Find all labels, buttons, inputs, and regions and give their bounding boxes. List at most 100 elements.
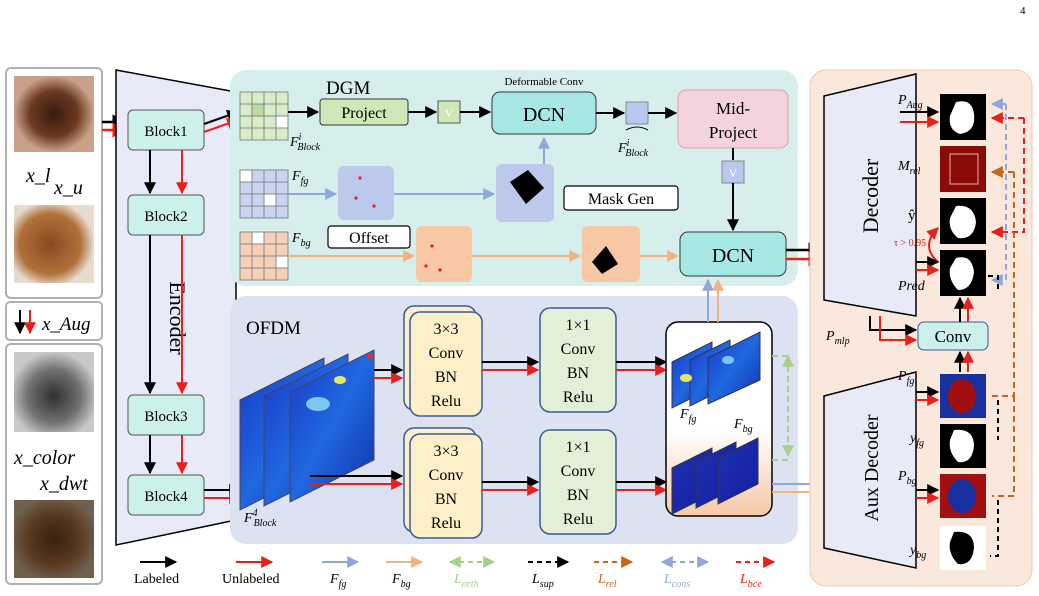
label-p-aug: PAug	[897, 93, 923, 111]
conv1-top-l2: Conv	[561, 341, 596, 358]
label-x-color: x_color	[13, 447, 75, 469]
offset-bg-tile	[416, 226, 472, 282]
legend-fbg: Fbg	[391, 572, 411, 590]
l-sup-bg	[990, 500, 999, 557]
offset-label: Offset	[349, 230, 389, 247]
conv1-bottom-l3: BN	[567, 487, 590, 504]
legend-lcons: Lcons	[663, 572, 690, 590]
block2	[127, 194, 205, 236]
conv3-top-l1: 3×3	[433, 321, 458, 338]
block3-label: Block3	[144, 409, 187, 425]
aux-decoder-title: Aux Decoder	[861, 414, 883, 522]
grid-f-block-i	[239, 91, 289, 141]
encoder-title: Encoder	[165, 281, 190, 355]
l-sup-pred	[988, 275, 999, 290]
image-x-dwt	[14, 500, 94, 578]
label-x-aug: x_Aug	[41, 314, 91, 335]
legend-labeled: Labeled	[134, 572, 179, 587]
label-x-dwt: x_dwt	[39, 473, 88, 495]
legend-lorth: Lorth	[453, 572, 478, 590]
conv-box	[917, 321, 989, 351]
label-f-bg-stack: Fbg	[733, 417, 753, 435]
grid-f-bg	[239, 231, 289, 281]
image-x-l	[14, 76, 94, 152]
conv3-bottom-l4: Relu	[431, 515, 461, 532]
conv3-top-l2: Conv	[429, 345, 464, 362]
l-cons-pred	[990, 104, 1007, 286]
feature-tile	[625, 101, 649, 125]
dcn-top-label: DCN	[523, 104, 565, 126]
offset-box	[327, 225, 411, 249]
feature-hat	[625, 126, 649, 131]
mid-project-label-1: Mid-	[716, 99, 750, 118]
legend-lrel: Lrel	[597, 572, 617, 590]
conv1-top-l4: Relu	[563, 389, 593, 406]
offset-fg-tile	[338, 166, 394, 220]
label-x-l: x_l	[25, 165, 51, 187]
legend: Labeled Unlabeled Ffg Fbg Lorth Lsup Lre…	[134, 556, 776, 590]
label-x-u: x_u	[53, 177, 83, 199]
legend-unlabeled: Unlabeled	[222, 572, 280, 587]
dcn-bottom-box	[679, 231, 787, 277]
page-number: 4	[1020, 5, 1026, 17]
conv3-bottom-l3: BN	[435, 491, 458, 508]
legend-lbce: Lbce	[739, 572, 762, 590]
decoder-title: Decoder	[858, 158, 883, 233]
label-p-bg: Pbg	[897, 469, 917, 487]
conv1-top-l1: 1×1	[565, 317, 590, 334]
label-m-rel: Mrel	[897, 159, 921, 177]
conv1-bottom-l2: Conv	[561, 463, 596, 480]
block1-label: Block1	[144, 124, 187, 140]
image-x-color	[14, 352, 94, 432]
mask-bg-shape	[592, 246, 618, 274]
v-label-mid: V	[729, 166, 738, 180]
label-f-fg-stack: Ffg	[679, 407, 696, 425]
block4	[127, 474, 205, 516]
block4-label: Block4	[144, 489, 188, 505]
f-block-4-heatmaps	[239, 349, 375, 511]
conv3-bottom-l2: Conv	[429, 467, 464, 484]
l-rel-bg	[992, 396, 1015, 497]
conv1-bottom-l1: 1×1	[565, 439, 590, 456]
dgm-title: DGM	[326, 78, 370, 99]
legend-lsup: Lsup	[531, 572, 554, 590]
block3	[127, 394, 205, 436]
label-f-bg: Fbg	[291, 231, 311, 249]
project-label: Project	[341, 105, 387, 122]
conv1-bottom-l4: Relu	[563, 511, 593, 528]
mask-m-rel	[940, 146, 986, 192]
image-x-u	[14, 205, 94, 283]
aux-decoder-trapezoid	[823, 371, 917, 569]
conv3-bottom-box	[409, 433, 483, 539]
grid-f-fg	[239, 169, 289, 219]
conv1-top-l3: BN	[567, 365, 590, 382]
arrow-mlp-conv	[869, 316, 918, 336]
mask-gen-box	[563, 185, 679, 211]
mid-project-label-2: Project	[709, 123, 757, 142]
ofdm-title: OFDM	[246, 318, 301, 339]
conv3-top-l4: Relu	[431, 393, 461, 410]
block2-label: Block2	[144, 209, 187, 225]
legend-ffg: Ffg	[329, 572, 346, 590]
dcn-bottom-label: DCN	[712, 245, 754, 267]
f-bg-heatmaps	[671, 437, 759, 515]
mask-gen-label: Mask Gen	[588, 191, 654, 208]
label-p-fg: Pfg	[897, 369, 914, 387]
conv3-top-box	[409, 311, 483, 417]
label-y-bg: ybg	[908, 543, 926, 561]
label-y-hat: ŷ	[908, 208, 916, 224]
decoder-trapezoid	[823, 73, 917, 317]
label-p-mlp: Pmlp	[825, 329, 850, 347]
conv-label: Conv	[935, 327, 972, 346]
label-pred: Pred	[897, 279, 926, 294]
conv3-top-l3: BN	[435, 369, 458, 386]
conv1-top-box	[539, 307, 617, 413]
f-fg-heatmaps	[671, 331, 761, 409]
v-label-top: V	[445, 106, 454, 120]
arrow-mlp-conv-red	[879, 316, 918, 346]
label-f-fg: Ffg	[291, 169, 308, 187]
